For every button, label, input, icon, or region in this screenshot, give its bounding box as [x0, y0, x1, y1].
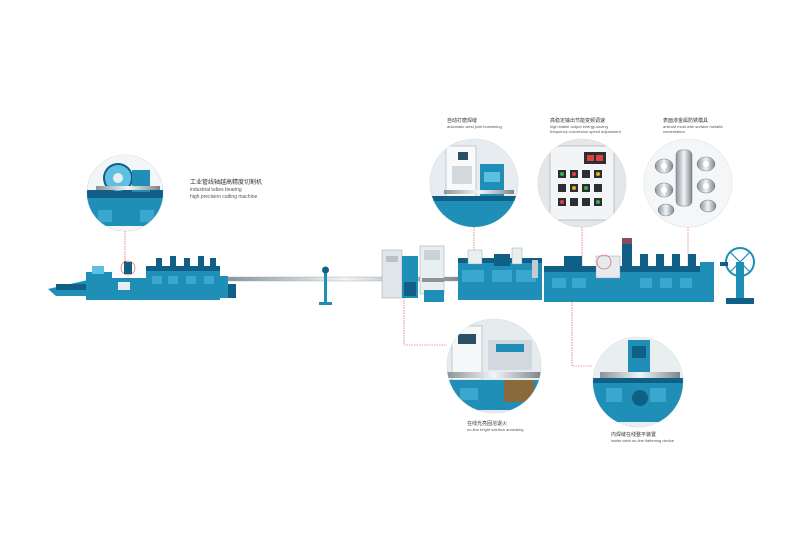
forming-mill [544, 238, 714, 302]
callout-cutting-cn: 工业管线轴越高精度切割机 [190, 180, 263, 186]
callout-mold-cn: 表面渗金属防锈模具 [663, 118, 709, 124]
weld-station [458, 247, 542, 300]
callout-frequency-cn: 高稳定输出节能变频调速 [550, 118, 606, 124]
callout-mold: 表面渗金属防锈模具 antirust mold with surface met… [663, 118, 723, 134]
annealing-unit [381, 245, 445, 302]
callout-annealing: 在线光亮固溶退火 on-line bright solution anneali… [467, 421, 523, 432]
callout-flattening-cn: 内焊缝在线整平装置 [611, 432, 657, 438]
callout-flattening: 内焊缝在线整平装置 inside weld on-line flattening… [611, 432, 674, 443]
uncoiler [720, 247, 755, 304]
callout-annealing-cn: 在线光亮固溶退火 [467, 421, 508, 427]
production-line [48, 238, 755, 305]
callout-annealing-en-1: on-line bright solution annealing [467, 427, 524, 432]
detail-annealing [446, 318, 542, 414]
callout-frequency: 高稳定输出节能变频调速 high stable output energy-sa… [550, 118, 621, 134]
detail-mold-rollers [643, 138, 733, 228]
callout-mold-en-1: antirust mold with surface metallic [663, 124, 724, 129]
detail-cutting-machine [86, 154, 164, 232]
callout-cutting: 工业管线轴越高精度切割机 industrial tubes bearing hi… [190, 179, 262, 201]
cutting-section [48, 256, 236, 300]
callout-weld-cn: 自动打磨焊缝 [447, 118, 478, 124]
callout-mold-en-2: cementation [663, 129, 685, 134]
callout-frequency-en-2: frequency conversion speed adjustment [550, 129, 621, 134]
callout-cutting-en-2: high precision cutting machine [190, 194, 258, 200]
detail-weld-burnishing [429, 138, 519, 228]
callout-weld-burnishing: 自动打磨焊缝 automatic weld joint burnishing [447, 118, 502, 129]
callout-weld-en-1: automatic weld joint burnishing [447, 124, 502, 129]
detail-flattening [592, 336, 684, 428]
tube-supports [319, 266, 332, 305]
callout-flattening-en-1: inside weld on-line flattening device [611, 438, 674, 443]
detail-control-panel [537, 138, 627, 228]
callout-cutting-en-1: industrial tubes bearing [190, 187, 242, 193]
callout-frequency-en-1: high stable output energy-saving [550, 124, 608, 129]
